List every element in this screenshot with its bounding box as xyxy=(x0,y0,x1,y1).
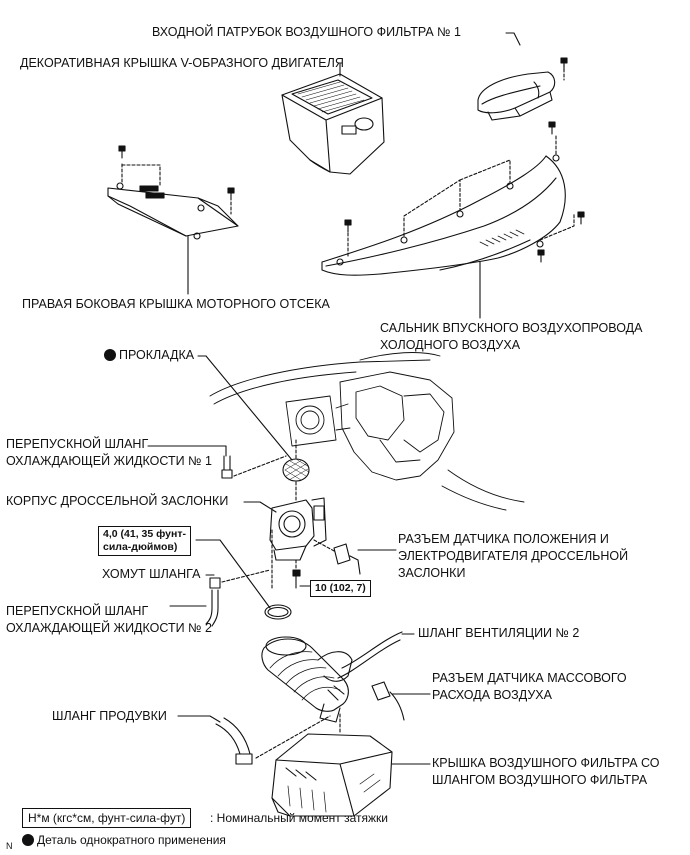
single-use-icon xyxy=(22,834,34,846)
bolt-icon xyxy=(118,145,126,159)
label-right-side-cover: ПРАВАЯ БОКОВАЯ КРЫШКА МОТОРНОГО ОТСЕКА xyxy=(22,297,330,311)
bypass-hose-1-part xyxy=(221,455,233,479)
label-maf-connector-line1: РАЗЪЕМ ДАТЧИКА МАССОВОГО xyxy=(432,671,627,685)
bolt-icon xyxy=(227,187,235,201)
leader-air-filter-inlet xyxy=(505,32,521,46)
air-intake-hose-part xyxy=(261,631,403,723)
air-filter-inlet-part xyxy=(477,71,556,121)
label-gasket-text: ПРОКЛАДКА xyxy=(119,348,195,362)
label-bypass-hose-2-line2: ОХЛАЖДАЮЩЕЙ ЖИДКОСТИ № 2 xyxy=(6,621,212,635)
leader-bypass-hose-1 xyxy=(147,445,227,457)
gasket-part xyxy=(282,458,310,482)
legend-corner-mark: N xyxy=(6,841,13,851)
bolt-icon xyxy=(577,211,585,225)
legend-single-use: Деталь однократного применения xyxy=(22,832,226,849)
label-tps-connector-line1: РАЗЪЕМ ДАТЧИКА ПОЛОЖЕНИЯ И xyxy=(398,532,609,546)
intake-manifold-part xyxy=(209,352,525,511)
bolt-icon xyxy=(292,569,301,589)
bolt-icon xyxy=(344,219,352,233)
label-air-filter-cap-line1: КРЫШКА ВОЗДУШНОГО ФИЛЬТРА СО xyxy=(432,756,660,770)
label-hose-clamp: ХОМУТ ШЛАНГА xyxy=(102,567,201,581)
label-air-filter-inlet: ВХОДНОЙ ПАТРУБОК ВОЗДУШНОГО ФИЛЬТРА № 1 xyxy=(152,25,461,39)
label-purge-hose: ШЛАНГ ПРОДУВКИ xyxy=(52,709,167,723)
legend-single-use-text: Деталь однократного применения xyxy=(37,833,226,847)
legend-torque-unit-desc: : Номинальный момент затяжки xyxy=(210,811,388,825)
single-use-icon xyxy=(104,349,116,361)
label-tps-connector-line3: ЗАСЛОНКИ xyxy=(398,566,466,580)
label-bypass-hose-1-line2: ОХЛАЖДАЮЩЕЙ ЖИДКОСТИ № 1 xyxy=(6,454,212,468)
bypass-hose-2-part xyxy=(205,577,221,627)
label-gasket: ПРОКЛАДКА xyxy=(104,347,194,364)
hose-clamp-part xyxy=(264,604,292,620)
torque-clamp-line2: сила-дюймов) xyxy=(103,541,178,553)
label-throttle-body: КОРПУС ДРОССЕЛЬНОЙ ЗАСЛОНКИ xyxy=(6,494,229,508)
bolt-icon xyxy=(560,57,568,71)
bolt-icon xyxy=(537,249,545,263)
leader-purge-hose xyxy=(177,715,221,723)
label-bypass-hose-2-line1: ПЕРЕПУСКНОЙ ШЛАНГ xyxy=(6,604,149,618)
label-cold-air-seal-line2: ХОЛОДНОГО ВОЗДУХА xyxy=(380,338,521,352)
label-v-engine-cover: ДЕКОРАТИВНАЯ КРЫШКА V-ОБРАЗНОГО ДВИГАТЕЛ… xyxy=(20,56,344,70)
v-engine-cover-part xyxy=(281,73,385,175)
legend-torque-unit-box: Н*м (кгс*см, фунт-сила-фут) xyxy=(22,808,192,828)
right-side-cover-part xyxy=(107,182,239,240)
label-air-filter-cap-line2: ШЛАНГОМ ВОЗДУШНОГО ФИЛЬТРА xyxy=(432,773,648,787)
label-cold-air-seal-line1: САЛЬНИК ВПУСКНОГО ВОЗДУХОПРОВОДА xyxy=(380,321,643,335)
throttle-body-part xyxy=(269,497,327,561)
purge-hose-part xyxy=(215,717,253,765)
leader-throttle-body xyxy=(243,501,277,513)
mounting-guides xyxy=(347,135,575,257)
label-ventilation-hose: ШЛАНГ ВЕНТИЛЯЦИИ № 2 xyxy=(418,626,580,640)
label-maf-connector-line2: РАСХОДА ВОЗДУХА xyxy=(432,688,552,702)
bolt-icon xyxy=(548,121,556,135)
cold-air-intake-seal-part xyxy=(321,154,566,276)
leader-clamp-torque xyxy=(195,539,271,609)
air-filter-cap-part xyxy=(271,733,393,817)
label-tps-connector-line2: ЭЛЕКТРОДВИГАТЕЛЯ ДРОССЕЛЬНОЙ xyxy=(398,549,629,563)
torque-clamp-line1: 4,0 (41, 35 фунт- xyxy=(103,528,186,540)
label-bypass-hose-1-line1: ПЕРЕПУСКНОЙ ШЛАНГ xyxy=(6,437,149,451)
torque-box-bolt: 10 (102, 7) xyxy=(310,580,371,597)
maf-connector-part xyxy=(371,681,405,721)
torque-box-clamp: 4,0 (41, 35 фунт- сила-дюймов) xyxy=(98,526,191,556)
tps-connector-part xyxy=(333,543,361,575)
